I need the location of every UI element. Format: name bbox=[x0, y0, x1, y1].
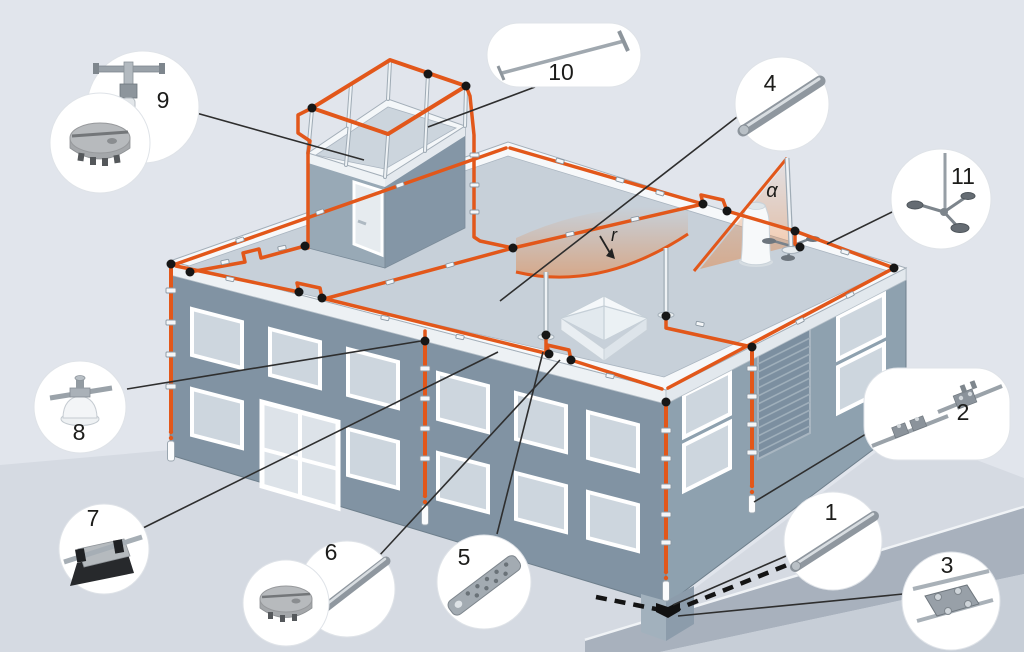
callout-5: 5 bbox=[436, 534, 532, 630]
round-conductor-illustration bbox=[737, 75, 826, 137]
concrete-base-illustration bbox=[69, 122, 131, 166]
concrete-base-illustration bbox=[259, 585, 313, 622]
callout-number: 5 bbox=[458, 544, 471, 570]
window bbox=[436, 450, 490, 515]
callout-number: 10 bbox=[548, 59, 574, 85]
window bbox=[436, 370, 490, 435]
rolling-sphere bbox=[515, 206, 689, 279]
earth-entry-rod-illustration bbox=[871, 380, 1003, 448]
protective-angle-label: α bbox=[766, 180, 778, 202]
connection-dots bbox=[166, 69, 899, 407]
leader-11 bbox=[826, 211, 893, 245]
window bbox=[836, 290, 886, 363]
radius-label: r bbox=[611, 225, 618, 245]
callout-6: 6 bbox=[242, 539, 396, 647]
tripod-illustration bbox=[906, 153, 976, 233]
leader-10 bbox=[427, 86, 536, 128]
air-rod-illustration bbox=[496, 30, 630, 81]
penthouse bbox=[306, 60, 468, 269]
window bbox=[190, 306, 244, 371]
callout-number: 6 bbox=[325, 539, 338, 565]
penthouse-parapet-right bbox=[385, 126, 465, 187]
dome-holder-illustration bbox=[49, 375, 113, 426]
window bbox=[514, 470, 568, 535]
radius-arrowhead bbox=[606, 248, 615, 259]
back-left-parapet-conductor bbox=[174, 146, 508, 266]
callout-8: 8 bbox=[33, 360, 127, 454]
front-parapet-conductor bbox=[174, 264, 664, 391]
test-joint bbox=[748, 483, 756, 514]
window bbox=[586, 409, 640, 474]
window bbox=[190, 386, 244, 451]
right-front-parapet-conductor bbox=[666, 266, 896, 390]
entrance-door bbox=[259, 398, 341, 512]
roof-mesh-conductor bbox=[511, 202, 705, 250]
front-wall-windows-lower bbox=[190, 386, 640, 554]
callout-number: 9 bbox=[157, 87, 170, 113]
callout-number: 1 bbox=[825, 499, 838, 525]
leader-7 bbox=[142, 351, 499, 529]
window bbox=[346, 346, 400, 411]
window bbox=[586, 489, 640, 554]
leader-2 bbox=[753, 422, 885, 503]
radius-arrow bbox=[599, 235, 611, 254]
skylight bbox=[559, 295, 649, 362]
window bbox=[682, 368, 732, 441]
callout-3: 3 bbox=[901, 551, 1001, 651]
callout-circle bbox=[890, 148, 992, 250]
test-joints bbox=[167, 429, 756, 602]
callout-7: 7 bbox=[58, 503, 150, 595]
ring-earth-electrode bbox=[595, 556, 803, 615]
roof-mesh-conductor bbox=[322, 246, 515, 301]
penthouse-left-drop bbox=[296, 106, 314, 250]
radius-annotation: r bbox=[599, 225, 618, 259]
air-termination-masts bbox=[537, 248, 675, 341]
leader-5 bbox=[496, 351, 544, 535]
callout-2: 2 bbox=[863, 367, 1011, 461]
rolling-sphere-arc bbox=[515, 232, 689, 279]
leader-9 bbox=[181, 108, 365, 161]
window bbox=[346, 426, 400, 491]
window bbox=[682, 418, 732, 495]
test-joint bbox=[167, 429, 175, 462]
callout-number: 11 bbox=[951, 163, 975, 189]
callout-number: 7 bbox=[87, 505, 100, 531]
connector-clamp-illustration bbox=[912, 569, 994, 623]
leader-3 bbox=[677, 593, 904, 617]
callout-10: 10 bbox=[486, 22, 642, 88]
callout-number: 2 bbox=[957, 399, 970, 425]
callout-number: 8 bbox=[73, 419, 86, 445]
rolling-sphere-wash bbox=[516, 206, 688, 278]
callout-1: 1 bbox=[783, 491, 883, 591]
down-conductor-clamps bbox=[165, 287, 758, 546]
leader-6 bbox=[377, 359, 561, 558]
test-joint bbox=[662, 569, 670, 602]
callout-9: 9 bbox=[49, 50, 200, 194]
leader-4 bbox=[499, 116, 738, 302]
leader-8 bbox=[126, 340, 422, 390]
callout-pill bbox=[863, 367, 1011, 461]
callout-4: 4 bbox=[734, 56, 830, 152]
penthouse-link-conductor bbox=[188, 244, 307, 274]
window bbox=[268, 326, 322, 391]
leader-1 bbox=[672, 555, 787, 606]
callout-number: 3 bbox=[941, 552, 954, 578]
callout-number: 4 bbox=[764, 70, 777, 96]
flat-holder-illustration bbox=[63, 534, 143, 586]
round-conductor-illustration bbox=[790, 511, 879, 572]
callout-11: 11 bbox=[890, 148, 992, 250]
roof-conductor-holders bbox=[220, 152, 855, 380]
perforated-strip-illustration bbox=[447, 555, 522, 616]
leader-lines bbox=[126, 86, 904, 617]
penthouse-parapet-front bbox=[308, 153, 385, 187]
